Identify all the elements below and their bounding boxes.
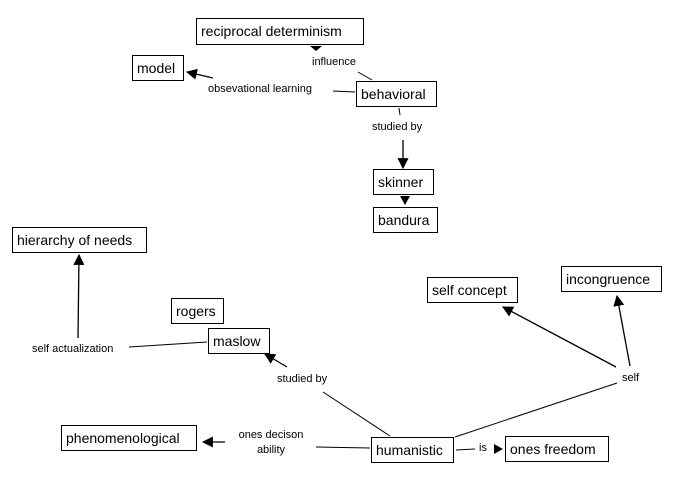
arrowhead-bandura <box>400 196 410 205</box>
concept-incongruence[interactable]: incongruence <box>561 266 662 292</box>
link-label-influence[interactable]: influence <box>312 55 357 70</box>
connector-studiedby-maslow <box>264 353 288 368</box>
concept-behavioral[interactable]: behavioral <box>356 81 437 107</box>
concept-bandura[interactable]: bandura <box>373 207 438 233</box>
connector-behavioral-obsevational <box>332 90 356 93</box>
link-label-self-actualization[interactable]: self actualization <box>32 342 114 357</box>
connector-self-selfconcept <box>502 306 617 368</box>
connector-humanistic-self <box>454 382 618 438</box>
connector-behavioral-studiedby <box>398 107 401 116</box>
concept-hierarchy-of-needs[interactable]: hierarchy of needs <box>12 227 147 253</box>
link-label-is[interactable]: is <box>479 441 487 456</box>
connector-humanistic-is <box>455 448 476 451</box>
concept-model[interactable]: model <box>132 55 184 81</box>
link-label-obsevational-learning[interactable]: obsevational learning <box>208 82 312 97</box>
arrowhead-ones-freedom <box>494 444 503 454</box>
connector-humanistic-studiedby <box>322 391 391 437</box>
link-label-ones-decison-line1: ones decison <box>238 429 304 441</box>
link-label-ones-decison-line2: ability <box>256 444 286 456</box>
connector-maslow-selfactualization <box>128 341 208 348</box>
concept-humanistic[interactable]: humanistic <box>371 437 454 463</box>
concept-ones-freedom[interactable]: ones freedom <box>505 436 609 462</box>
link-label-self[interactable]: self <box>622 371 640 386</box>
concept-self-concept[interactable]: self concept <box>427 277 518 303</box>
concept-phenomenological[interactable]: phenomenological <box>61 425 197 451</box>
connector-self-incongruence <box>613 294 631 367</box>
concept-rogers[interactable]: rogers <box>171 298 224 324</box>
link-label-ones-decison-ability[interactable]: ones decison ability <box>231 428 311 458</box>
connector-behavioral-influence <box>357 71 373 81</box>
concept-skinner[interactable]: skinner <box>373 169 434 195</box>
concept-reciprocal-determinism[interactable]: reciprocal determinism <box>196 18 364 45</box>
link-label-studied-by-humanistic[interactable]: studied by <box>277 372 328 387</box>
arrowhead-reciprocal-determinism <box>310 46 322 51</box>
connector-selfactualization-hierarchy <box>73 253 85 339</box>
concept-maslow[interactable]: maslow <box>208 328 270 354</box>
connector-humanistic-onesdecison <box>315 446 371 449</box>
connector-obsevational-model <box>185 68 214 80</box>
link-label-studied-by-behavioral[interactable]: studied by <box>372 120 423 135</box>
